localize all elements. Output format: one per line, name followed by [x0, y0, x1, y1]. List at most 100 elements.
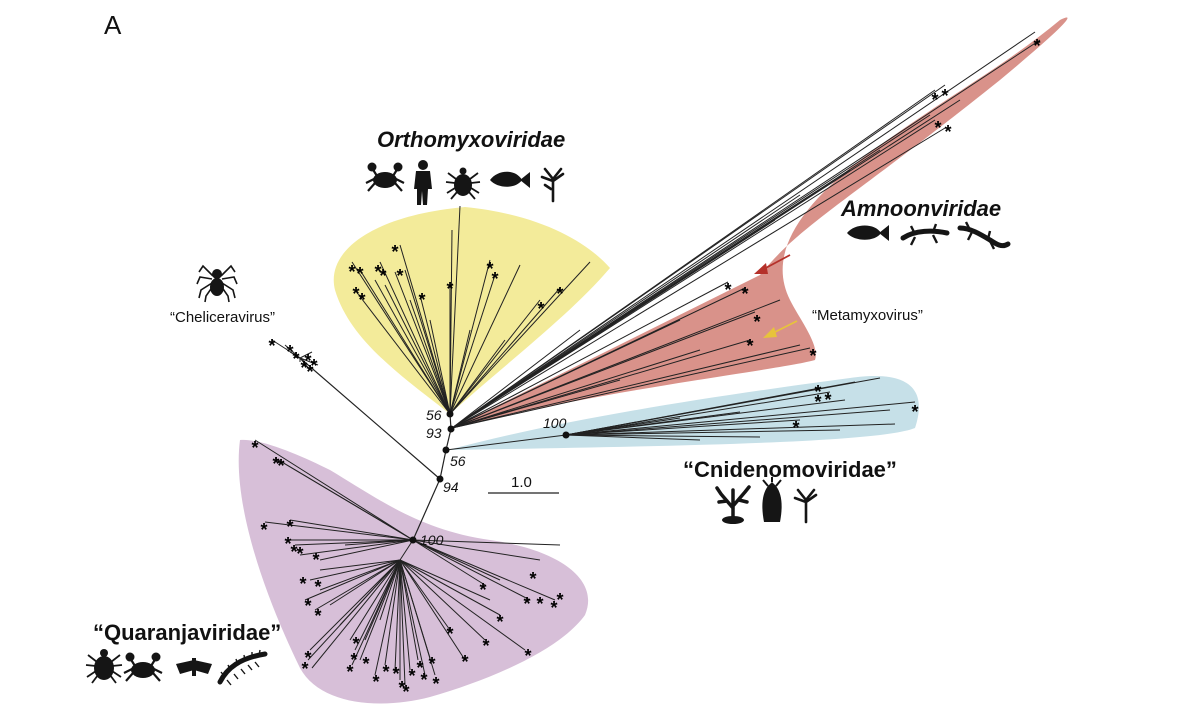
- tip-asterisk: *: [362, 654, 369, 674]
- tip-asterisk: *: [296, 544, 303, 564]
- tip-asterisk: *: [814, 382, 821, 402]
- tip-asterisk: *: [290, 542, 297, 562]
- tip-asterisk: *: [350, 650, 357, 670]
- crab-icon: [123, 652, 163, 682]
- tip-asterisk: *: [724, 280, 731, 300]
- tree-branch: [451, 127, 946, 429]
- tree-branch: [399, 559, 501, 616]
- tip-asterisk: *: [286, 517, 293, 537]
- cnidenomoviridae-branches: [445, 377, 916, 451]
- tree-branch: [319, 559, 401, 571]
- scale-bar-label: 1.0: [511, 474, 532, 491]
- lizard-icon: [957, 221, 1011, 250]
- tip-asterisk: *: [418, 290, 425, 310]
- tip-asterisk: *: [251, 438, 258, 458]
- tip-asterisk: *: [523, 594, 530, 614]
- tree-branch: [419, 294, 451, 415]
- tip-asterisk: *: [306, 362, 313, 382]
- tree-branch: [451, 281, 729, 429]
- tip-asterisk: *: [536, 594, 543, 614]
- tip-markers: ****************************************…: [251, 36, 1040, 702]
- cheliceravirus-label: “Cheliceravirus”: [170, 309, 275, 326]
- tip-asterisk: *: [286, 342, 293, 362]
- tree-branch: [289, 351, 301, 359]
- tip-asterisk: *: [408, 666, 415, 686]
- tree-branch: [451, 89, 936, 429]
- tree-branch: [399, 559, 411, 671]
- tree-branch: [399, 559, 491, 601]
- salamander-icon: [900, 223, 950, 246]
- moth-icon: [176, 658, 212, 676]
- tip-asterisk: *: [556, 284, 563, 304]
- tree-branch: [449, 339, 506, 415]
- amnoonviridae-clade-shape: [452, 17, 1068, 428]
- crab-icon: [365, 162, 405, 192]
- tip-asterisk: *: [260, 520, 267, 540]
- tree-branch: [319, 539, 414, 561]
- tip-asterisk: *: [556, 590, 563, 610]
- tip-asterisk: *: [446, 279, 453, 299]
- tree-nodes: [409, 410, 570, 544]
- tip-asterisk: *: [809, 346, 816, 366]
- tree-branch: [451, 299, 781, 429]
- tree-branch: [565, 401, 916, 436]
- tree-branch: [299, 539, 414, 556]
- tip-asterisk: *: [304, 648, 311, 668]
- tree-branch: [412, 539, 531, 601]
- tip-asterisk: *: [392, 664, 399, 684]
- node-dot: [442, 446, 450, 454]
- node-dot: [562, 431, 570, 439]
- tick-icon: [445, 167, 481, 200]
- tip-asterisk: *: [346, 662, 353, 682]
- tree-branch: [449, 259, 491, 415]
- tip-asterisk: *: [496, 612, 503, 632]
- tree-branch: [289, 519, 414, 541]
- tip-asterisk: *: [391, 242, 398, 262]
- tip-asterisk: *: [299, 574, 306, 594]
- tip-asterisk: *: [396, 266, 403, 286]
- tip-asterisk: *: [746, 336, 753, 356]
- tree-branch: [364, 559, 401, 641]
- tree-branch: [451, 349, 701, 429]
- red-arrow: [754, 254, 791, 274]
- tip-asterisk: *: [420, 670, 427, 690]
- tree-branch: [445, 434, 567, 451]
- tip-asterisk: *: [814, 392, 821, 412]
- bootstrap-label: 56: [450, 453, 466, 469]
- tip-asterisk: *: [824, 390, 831, 410]
- orthomyxoviridae-clade-shape: [333, 207, 610, 414]
- tip-asterisk: *: [944, 122, 951, 142]
- tip-asterisk: *: [792, 418, 799, 438]
- tree-branch: [379, 261, 451, 415]
- tip-asterisk: *: [461, 652, 468, 672]
- panel-label: A: [104, 10, 122, 40]
- tree-branch: [399, 559, 436, 676]
- tree-branch: [399, 559, 466, 661]
- tree-branch: [449, 274, 496, 415]
- tip-asterisk: *: [382, 662, 389, 682]
- tree-branch: [412, 539, 561, 546]
- tip-asterisk: *: [741, 284, 748, 304]
- tree-branch: [412, 539, 541, 561]
- yellow-arrow: [763, 320, 798, 338]
- tree-branch: [451, 379, 621, 429]
- tree-branch: [374, 559, 401, 676]
- tip-asterisk: *: [314, 577, 321, 597]
- tree-branch: [451, 194, 801, 429]
- tree-branch: [379, 559, 401, 621]
- tip-asterisk: *: [479, 580, 486, 600]
- tip-asterisk: *: [934, 118, 941, 138]
- millipede-icon: [217, 649, 268, 686]
- metamyxovirus-label: “Metamyxovirus”: [812, 307, 923, 324]
- tip-asterisk: *: [491, 269, 498, 289]
- tip-asterisk: *: [1033, 36, 1040, 56]
- tip-asterisk: *: [911, 402, 918, 422]
- node-dot: [447, 425, 455, 433]
- cheliceravirus-branches: [271, 339, 319, 371]
- tree-branch: [354, 289, 451, 415]
- tree-branch: [412, 539, 486, 586]
- tree-branch: [451, 329, 581, 429]
- tip-asterisk: *: [428, 654, 435, 674]
- amnoonviridae-branches: [451, 31, 1041, 429]
